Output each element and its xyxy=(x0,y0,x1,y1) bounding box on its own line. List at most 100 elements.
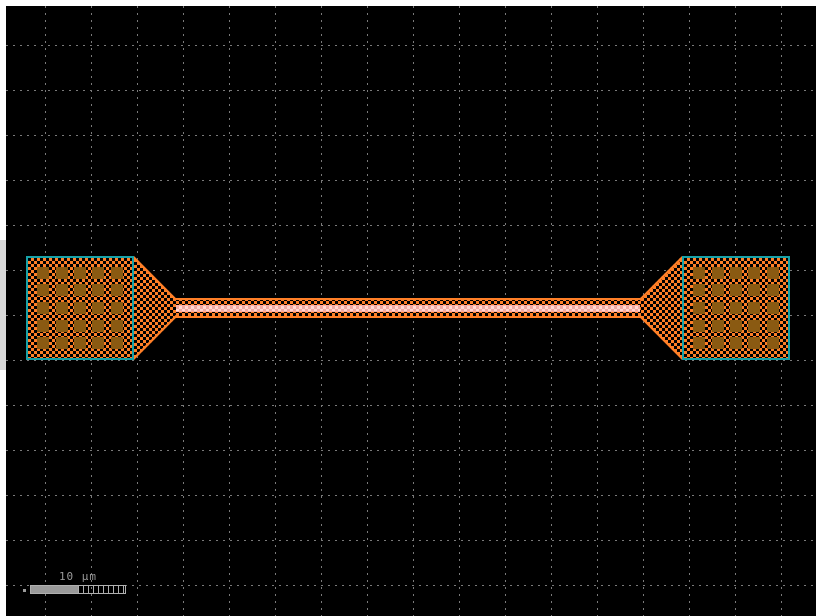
via xyxy=(92,266,105,279)
via xyxy=(711,284,724,297)
via-cell xyxy=(34,282,52,300)
via xyxy=(37,284,50,297)
via-cell xyxy=(727,334,745,352)
via xyxy=(748,319,761,332)
via-cell xyxy=(89,299,107,317)
via xyxy=(766,337,779,350)
via xyxy=(110,319,123,332)
via-cell xyxy=(727,317,745,335)
via xyxy=(748,266,761,279)
via-cell xyxy=(34,299,52,317)
via xyxy=(73,301,86,314)
scale-bar-track xyxy=(23,585,126,594)
via-cell xyxy=(764,317,782,335)
via-cell xyxy=(690,264,708,282)
via xyxy=(37,337,50,350)
via-cell xyxy=(690,282,708,300)
via xyxy=(711,319,724,332)
via xyxy=(110,301,123,314)
nanowire-core xyxy=(176,305,640,312)
via xyxy=(729,301,742,314)
via-cell xyxy=(708,282,726,300)
via-cell xyxy=(108,282,126,300)
via-cell xyxy=(52,264,70,282)
via xyxy=(110,337,123,350)
via-cell xyxy=(108,334,126,352)
via xyxy=(55,301,68,314)
canvas-edge-left-highlight xyxy=(0,240,6,370)
via xyxy=(73,337,86,350)
via xyxy=(693,337,706,350)
via xyxy=(92,301,105,314)
via-cell xyxy=(34,317,52,335)
via xyxy=(55,284,68,297)
via xyxy=(110,284,123,297)
via-cell xyxy=(727,264,745,282)
via xyxy=(73,284,86,297)
via xyxy=(766,301,779,314)
via xyxy=(73,319,86,332)
via xyxy=(37,266,50,279)
via xyxy=(73,266,86,279)
scale-bar-label: 10 µm xyxy=(58,570,98,583)
via-cell xyxy=(89,264,107,282)
contact-pad-left[interactable] xyxy=(26,256,134,360)
via xyxy=(711,337,724,350)
via-cell xyxy=(764,282,782,300)
via xyxy=(748,337,761,350)
via xyxy=(748,284,761,297)
via xyxy=(729,319,742,332)
via xyxy=(92,284,105,297)
via-cell xyxy=(690,334,708,352)
via-cell xyxy=(71,334,89,352)
via xyxy=(766,284,779,297)
via xyxy=(693,319,706,332)
via xyxy=(55,337,68,350)
via-cell xyxy=(71,317,89,335)
via-cell xyxy=(708,299,726,317)
via-cell xyxy=(745,264,763,282)
via-array-left xyxy=(28,258,132,358)
via-cell xyxy=(690,317,708,335)
via-cell xyxy=(71,282,89,300)
via xyxy=(729,284,742,297)
via xyxy=(711,301,724,314)
taper-lead-right[interactable] xyxy=(638,256,682,360)
via-cell xyxy=(708,264,726,282)
via-cell xyxy=(764,299,782,317)
via-array-right xyxy=(684,258,788,358)
via-cell xyxy=(89,317,107,335)
via-cell xyxy=(71,299,89,317)
taper-lead-left[interactable] xyxy=(134,256,178,360)
via-cell xyxy=(745,317,763,335)
via xyxy=(693,284,706,297)
taper-lead-right-fill xyxy=(638,256,682,360)
via xyxy=(92,337,105,350)
via xyxy=(748,301,761,314)
contact-pad-right[interactable] xyxy=(682,256,790,360)
via-cell xyxy=(52,317,70,335)
via-cell xyxy=(764,334,782,352)
scale-bar-fill xyxy=(31,586,78,593)
via xyxy=(92,319,105,332)
canvas-edge-top xyxy=(0,0,816,6)
via xyxy=(37,301,50,314)
via-cell xyxy=(108,299,126,317)
via-cell xyxy=(708,334,726,352)
via-cell xyxy=(108,264,126,282)
via-cell xyxy=(34,264,52,282)
nanowire-edge-top xyxy=(176,298,640,300)
via xyxy=(693,301,706,314)
via-cell xyxy=(89,282,107,300)
via-cell xyxy=(690,299,708,317)
via-cell xyxy=(708,317,726,335)
via xyxy=(110,266,123,279)
via-cell xyxy=(727,282,745,300)
nanowire-channel[interactable] xyxy=(176,298,640,318)
via-cell xyxy=(52,334,70,352)
via-cell xyxy=(52,282,70,300)
via xyxy=(55,266,68,279)
via-cell xyxy=(89,334,107,352)
